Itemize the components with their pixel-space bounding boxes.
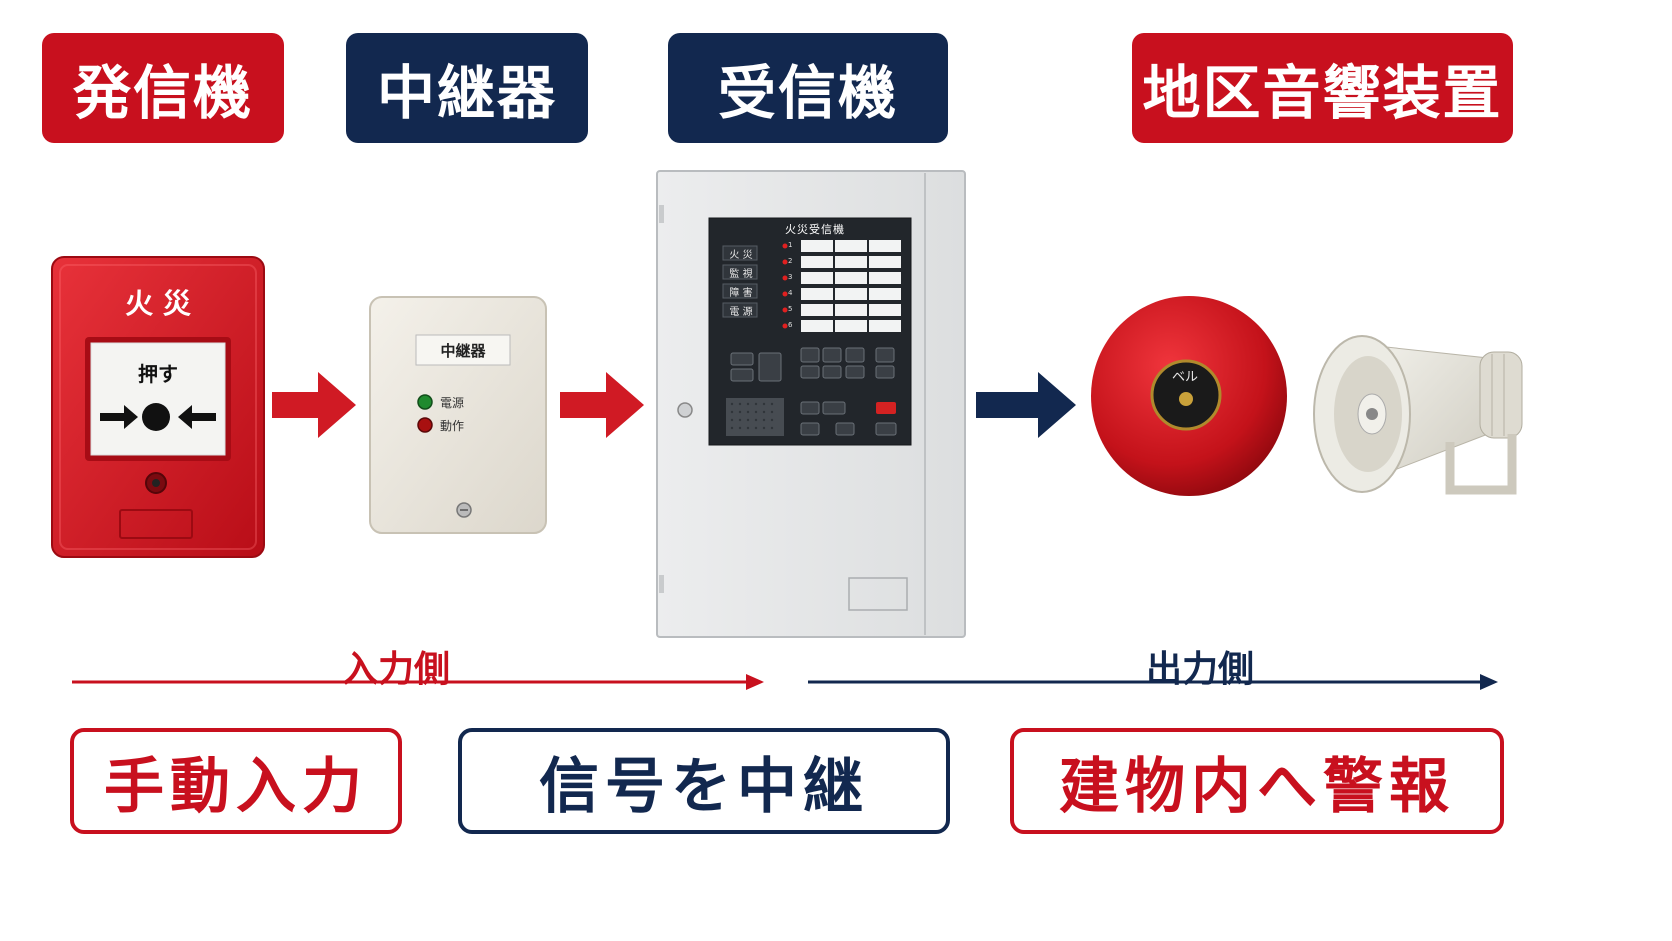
alarm-bell bbox=[1091, 296, 1287, 496]
manual-call-point bbox=[51, 256, 265, 558]
desc-relay-signal: 信号を中継 bbox=[458, 728, 950, 834]
bell-label: ベル bbox=[1171, 370, 1198, 385]
zone-number: 5 bbox=[788, 305, 793, 313]
receiver-status-power: 電 源 bbox=[729, 307, 753, 318]
desc-manual-input: 手動入力 bbox=[70, 728, 402, 834]
header-relay: 中継器 bbox=[346, 33, 588, 143]
horn-speaker bbox=[1313, 335, 1523, 495]
arrow-to-relay-icon bbox=[272, 372, 356, 438]
zone-number: 2 bbox=[788, 257, 793, 265]
receiver-status-fire: 火 災 bbox=[729, 250, 753, 261]
output-side-arrow-icon bbox=[808, 674, 1498, 690]
relay-power-label: 電源 bbox=[440, 396, 465, 410]
call-point-window-label: 押す bbox=[138, 362, 178, 386]
receiver-status-fault: 障 害 bbox=[729, 288, 753, 299]
header-receiver: 受信機 bbox=[668, 33, 948, 143]
header-alarm-device: 地区音響装置 bbox=[1132, 33, 1513, 143]
fire-receiver-panel bbox=[656, 170, 966, 638]
receiver-title: 火災受信機 bbox=[785, 223, 845, 236]
arrow-to-receiver-icon bbox=[560, 372, 644, 438]
relay-action-label: 動作 bbox=[440, 419, 465, 433]
call-point-top-label: 火 災 bbox=[125, 287, 191, 320]
input-side-arrow-icon bbox=[72, 674, 764, 690]
zone-number: 3 bbox=[788, 273, 793, 281]
arrow-to-alarm-icon bbox=[976, 372, 1076, 438]
zone-number: 4 bbox=[788, 289, 793, 297]
desc-building-alarm: 建物内へ警報 bbox=[1010, 728, 1504, 834]
zone-number: 1 bbox=[788, 241, 793, 249]
header-transmitter: 発信機 bbox=[42, 33, 284, 143]
relay-name-plate: 中継器 bbox=[440, 342, 486, 360]
zone-number: 6 bbox=[788, 321, 793, 329]
relay-device bbox=[369, 296, 547, 534]
receiver-status-monitor: 監 視 bbox=[729, 269, 753, 280]
